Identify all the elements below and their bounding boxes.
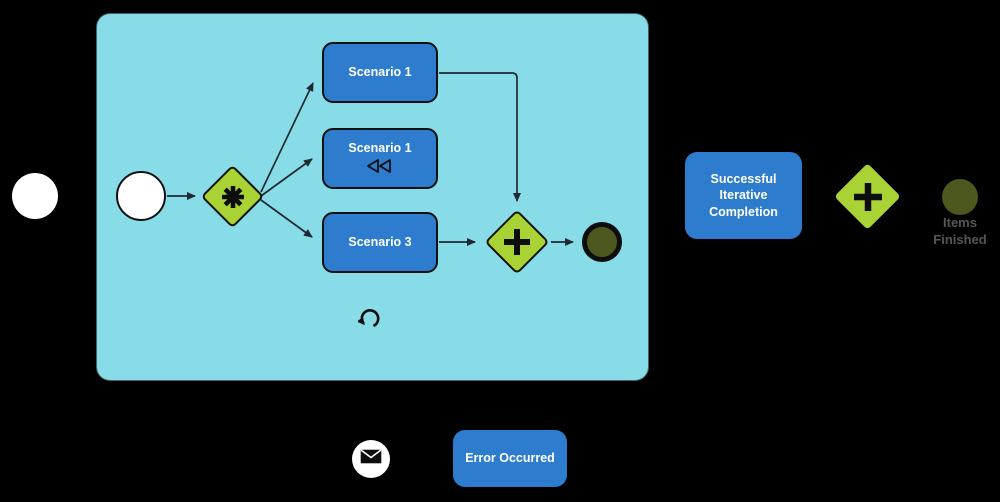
task-label: Error Occurred xyxy=(465,451,555,466)
items-finished-end-event[interactable] xyxy=(942,179,978,215)
subprocess-end-event[interactable] xyxy=(582,222,622,262)
task-error-occurred[interactable]: Error Occurred xyxy=(453,430,567,487)
envelope-icon xyxy=(359,448,383,470)
task-scenario-1[interactable]: Scenario 1 xyxy=(322,42,438,103)
subprocess-start-event[interactable] xyxy=(116,171,166,221)
message-event[interactable] xyxy=(352,440,390,478)
task-label: Successful Iterative Completion xyxy=(709,172,778,219)
outer-start-event[interactable] xyxy=(12,173,58,219)
compensation-marker-icon xyxy=(367,158,393,177)
task-scenario-3[interactable]: Scenario 3 xyxy=(322,212,438,273)
loop-marker-icon xyxy=(356,306,382,330)
outer-parallel-gateway[interactable] xyxy=(834,163,901,230)
task-successful-iterative-completion[interactable]: Successful Iterative Completion xyxy=(685,152,802,239)
task-label: Scenario 3 xyxy=(348,235,412,250)
task-scenario-1-compensation[interactable]: Scenario 1 xyxy=(322,128,438,189)
items-finished-label: Items Finished xyxy=(933,215,987,247)
task-label: Scenario 1 xyxy=(348,65,412,80)
task-label: Scenario 1 xyxy=(348,141,412,156)
